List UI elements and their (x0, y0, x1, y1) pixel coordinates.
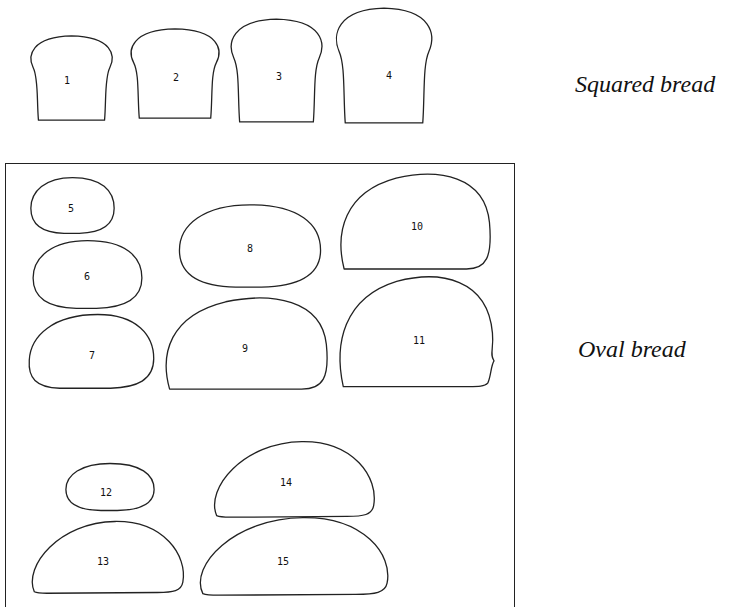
slice-outline (337, 272, 494, 389)
slice-path (179, 205, 320, 287)
slice-path (66, 463, 154, 510)
slice-path (33, 241, 142, 309)
oval-slice: 5 (30, 177, 115, 234)
slice-outline (210, 440, 377, 518)
slice-number: 12 (100, 488, 112, 498)
oval-slice: 8 (178, 204, 322, 288)
slice-number: 7 (89, 351, 95, 361)
oval-slice: 14 (210, 440, 377, 518)
group-heading: Squared bread (575, 70, 715, 99)
oval-slice: 9 (163, 294, 328, 391)
slice-number: 6 (84, 272, 90, 282)
slice-number: 14 (280, 478, 292, 488)
slice-path (341, 174, 490, 269)
oval-slice: 13 (28, 520, 186, 594)
oval-slice: 12 (65, 463, 155, 511)
slice-path (131, 29, 219, 118)
slice-outline (333, 7, 435, 124)
oval-slice: 6 (32, 240, 143, 309)
slice-path (29, 315, 154, 389)
slice-number: 15 (277, 557, 289, 567)
square-slice: 2 (128, 28, 222, 119)
slice-number: 1 (64, 76, 70, 86)
slice-outline (163, 294, 328, 391)
slice-path (166, 298, 327, 389)
slice-path (340, 277, 494, 387)
slice-number: 10 (411, 222, 423, 232)
square-slice: 3 (228, 18, 325, 123)
square-slice: 4 (333, 7, 435, 124)
slice-path (231, 19, 321, 122)
slice-path (32, 521, 183, 593)
group-heading: Oval bread (578, 335, 686, 364)
group-frame: Oval bread 5 6 7 8 9 10 11 12 13 14 15 (5, 163, 738, 607)
slice-number: 8 (247, 244, 253, 254)
oval-slice: 7 (28, 313, 155, 389)
slice-path (336, 8, 431, 123)
slice-outline (228, 18, 325, 123)
slice-outline (28, 35, 115, 121)
slice-path (31, 178, 114, 234)
oval-slice: 15 (195, 516, 391, 596)
slice-number: 4 (386, 71, 392, 81)
slice-outline (65, 463, 155, 511)
oval-slice: 11 (337, 272, 494, 389)
slice-path (215, 442, 375, 518)
slice-number: 11 (413, 336, 425, 346)
slice-number: 2 (173, 73, 179, 83)
oval-slice: 10 (338, 170, 491, 271)
slice-number: 5 (68, 204, 74, 214)
slice-number: 9 (242, 344, 248, 354)
slice-outline (195, 516, 391, 596)
slice-outline (338, 170, 491, 271)
square-slice: 1 (28, 35, 115, 121)
slice-number: 3 (276, 72, 282, 82)
slice-number: 13 (97, 557, 109, 567)
slice-path (31, 36, 112, 120)
slice-path (200, 518, 387, 596)
